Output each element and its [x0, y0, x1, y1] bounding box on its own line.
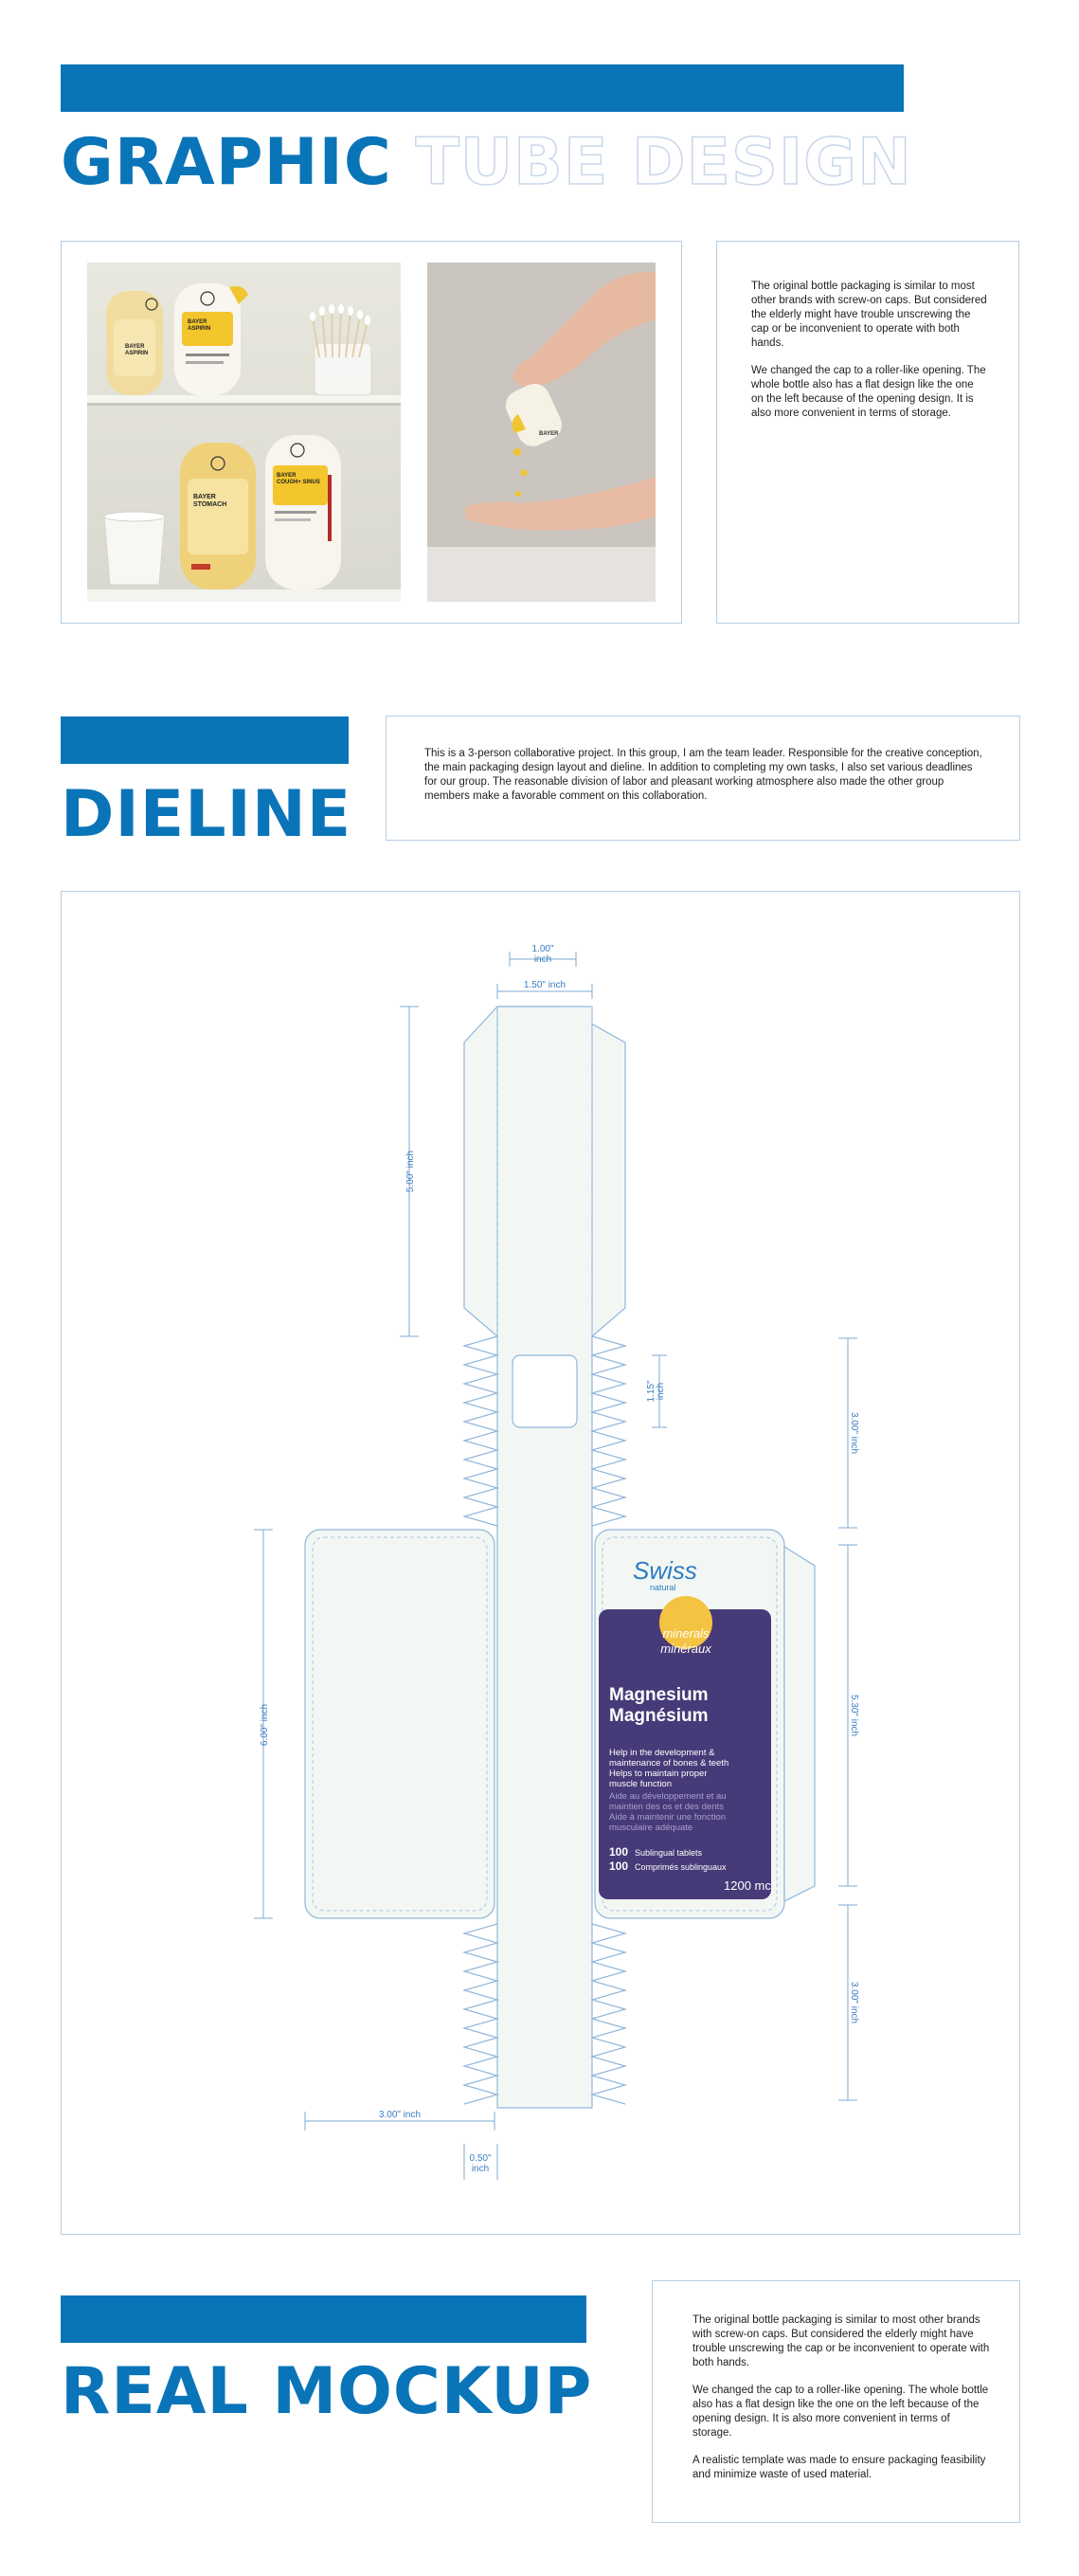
photo2-label: BAYER	[539, 431, 559, 437]
section3-heading: REAL MOCKUP	[61, 2354, 593, 2429]
dim-bottom-tab-unit: inch	[472, 2164, 489, 2174]
label-name-en: Magnesium	[609, 1685, 709, 1705]
dim-left-panel: 6.00" inch	[260, 1704, 270, 1746]
section1-paragraph-1: The original bottle packaging is similar…	[751, 281, 987, 349]
label-sun	[659, 1596, 712, 1649]
label-dose: 1200 mc	[724, 1878, 771, 1893]
section3-accent-bar	[61, 2295, 586, 2343]
dim-top-inner-value: 1.00"	[531, 944, 553, 954]
label-3-name: STOMACH	[193, 501, 227, 508]
label-desc-fr-2: maintien des os et des dents	[609, 1802, 724, 1812]
dim-bottom-tab-value: 0.50"	[469, 2153, 491, 2164]
photo-bottles-shelf: BAYER ASPIRIN BAYER ASPIRIN BAYER STOMAC…	[87, 263, 401, 602]
label-4-brand: BAYER	[277, 473, 297, 479]
dim-right-upper: 3.00" inch	[849, 1412, 859, 1454]
product-label: Swiss natural minerals minéraux Magnesiu…	[599, 1556, 771, 1899]
label-desc-en-4: muscle function	[609, 1779, 672, 1789]
dim-top-outer: 1.50" inch	[524, 980, 566, 990]
dieline-teeth	[461, 1335, 628, 2105]
label-2-name: ASPIRIN	[188, 326, 211, 332]
section2-accent-bar	[61, 717, 349, 764]
label-1-brand: BAYER	[125, 344, 145, 350]
shelf-bottom	[87, 590, 401, 602]
label-brand-sub: natural	[650, 1583, 676, 1592]
bottle-stomach	[180, 443, 256, 590]
dieline-center-strip	[496, 1006, 593, 2109]
label-2-brand: BAYER	[188, 319, 207, 325]
dim-left-top: 5.00" inch	[405, 1151, 416, 1192]
label-desc-en-3: Helps to maintain proper	[609, 1769, 708, 1779]
label-name-fr: Magnésium	[609, 1706, 709, 1726]
photo-hand-dispensing: BAYER	[427, 263, 656, 602]
section1-accent-bar	[61, 64, 904, 112]
section2-description: This is a 3-person collaborative project…	[424, 748, 982, 802]
section1-heading: GRAPHIC TUBE DESIGN	[61, 130, 912, 196]
section1-heading-outline: TUBE DESIGN	[415, 125, 912, 200]
section3-text-box: The original bottle packaging is similar…	[652, 2280, 1020, 2523]
label-purple-panel	[599, 1609, 771, 1899]
label-text-1: BAYER ASPIRIN	[125, 344, 148, 357]
label-text-4: BAYER COUGH+ SINUS	[277, 473, 324, 486]
label-desc-fr-3: Aide à maintenir une fonction	[609, 1812, 726, 1823]
droplet	[513, 448, 521, 456]
section3-paragraph-2: We changed the cap to a roller-like open…	[692, 2385, 989, 2439]
label-text-3: BAYER STOMACH	[193, 494, 226, 509]
label-1-name: ASPIRIN	[125, 351, 149, 356]
label-text-2: BAYER ASPIRIN	[188, 319, 210, 333]
label-desc-fr-4: musculaire adéquate	[609, 1823, 692, 1833]
dim-bottom-width: 3.00" inch	[379, 2110, 421, 2120]
upper-hand	[513, 271, 656, 387]
dieline-left-panel	[304, 1529, 495, 1919]
section1-paragraph-2: We changed the cap to a roller-like open…	[751, 365, 986, 419]
label-count-fr-num: 100	[609, 1859, 628, 1873]
label-4-name: COUGH+ SINUS	[277, 480, 320, 485]
label-count-en-num: 100	[609, 1845, 628, 1859]
bottle-aspirin-translucent	[106, 291, 163, 395]
cotton-swab-jar	[310, 304, 372, 396]
dim-right-lower: 3.00" inch	[849, 1982, 859, 2023]
section1-text-box: The original bottle packaging is similar…	[716, 241, 1019, 624]
section2-heading: DIELINE	[61, 777, 352, 852]
section3-paragraph-1: The original bottle packaging is similar…	[692, 2314, 990, 2368]
label-count-fr-text: Comprimés sublinguaux	[635, 1862, 727, 1872]
dim-window-value: 1.15"	[646, 1380, 656, 1402]
shelf-top	[87, 395, 401, 403]
bottle-in-hand	[505, 383, 563, 446]
label-3-brand: BAYER	[193, 494, 216, 500]
label-brand: Swiss	[633, 1556, 697, 1585]
dimension-lines	[254, 952, 857, 2180]
section2-description-box: This is a 3-person collaborative project…	[386, 716, 1020, 841]
dieline-right-flap	[783, 1545, 816, 1902]
bottle-aspirin-white	[174, 283, 248, 395]
label-category-fr: minéraux	[660, 1642, 711, 1656]
bottles-shelf-illustration	[87, 263, 401, 602]
section3-paragraph-3: A realistic template was made to ensure …	[692, 2455, 986, 2480]
dim-right-mid: 5.30" inch	[849, 1695, 859, 1736]
label-desc-fr-1: Aide au développement et au	[609, 1791, 727, 1802]
label-count-en-text: Sublingual tablets	[635, 1848, 703, 1858]
label-desc-en-1: Help in the development &	[609, 1748, 715, 1758]
paper-cup	[103, 511, 166, 586]
lower-hand	[465, 477, 656, 531]
hand-dispensing-illustration	[427, 263, 656, 602]
droplet	[515, 491, 521, 497]
table-surface	[427, 547, 656, 602]
droplet	[520, 469, 528, 477]
dieline-window	[512, 1354, 578, 1428]
dim-window-unit: inch	[656, 1383, 666, 1400]
dim-top-inner-unit: inch	[534, 954, 551, 965]
bottle-cough-sinus	[265, 435, 341, 590]
label-category-en: minerals	[662, 1626, 710, 1641]
label-desc-en-2: maintenance of bones & teeth	[609, 1758, 728, 1769]
section1-heading-solid: GRAPHIC	[61, 125, 392, 200]
